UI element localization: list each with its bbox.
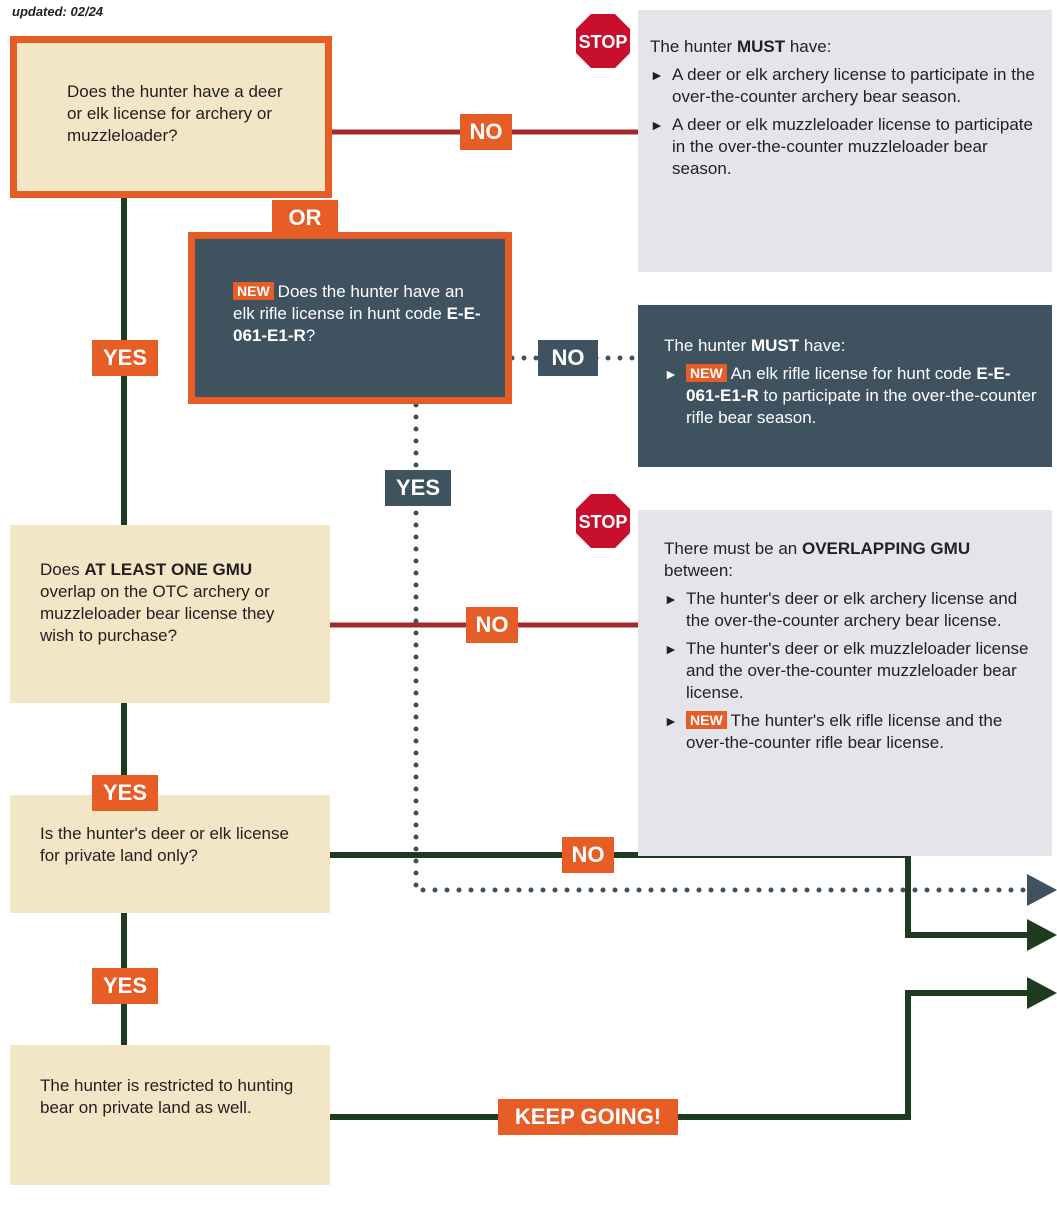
info-2-intro-bold: MUST <box>750 336 800 355</box>
stop-info-license-required: The hunter MUST have: A deer or elk arch… <box>638 10 1052 272</box>
question-4-text: Is the hunter's deer or elk license for … <box>40 824 289 865</box>
or-label: OR <box>272 200 338 236</box>
info-3-intro-post: between: <box>664 561 733 580</box>
info-1-intro-bold: MUST <box>736 37 786 56</box>
info-2-intro-pre: The hunter <box>664 336 751 355</box>
list-item: A deer or elk muzzleloader license to pa… <box>650 114 1038 180</box>
question-1-text: Does the hunter have a deer or elk licen… <box>67 82 283 145</box>
result-text: The hunter is restricted to hunting bear… <box>40 1076 294 1117</box>
yes-label-1: YES <box>92 340 158 376</box>
question-private-land: Is the hunter's deer or elk license for … <box>10 795 330 913</box>
question-license-archery-muzzleloader: Does the hunter have a deer or elk licen… <box>10 36 332 198</box>
new-tag: NEW <box>686 711 727 729</box>
info-3-new-item: The hunter's elk rifle license and the o… <box>686 711 1003 752</box>
info-3-intro-pre: There must be an <box>664 539 802 558</box>
list-item: A deer or elk archery license to partici… <box>650 64 1038 108</box>
question-3-bold: AT LEAST ONE GMU <box>84 560 253 579</box>
yes-label-3: YES <box>92 775 158 811</box>
info-1-intro-post: have: <box>785 37 832 56</box>
no-label-4: NO <box>562 837 614 873</box>
keep-going-label: KEEP GOING! <box>498 1099 678 1135</box>
no-green-path <box>330 852 1030 938</box>
new-tag: NEW <box>686 364 727 382</box>
info-1-list: A deer or elk archery license to partici… <box>650 64 1038 180</box>
info-1-intro: The hunter MUST have: <box>650 36 1038 58</box>
result-private-land-restricted: The hunter is restricted to hunting bear… <box>10 1045 330 1185</box>
updated-date: updated: 02/24 <box>12 4 104 19</box>
hunt-code: E-E-061-E1-R <box>233 304 481 345</box>
info-2-item-pre: An elk rifle license for hunt code <box>730 364 977 383</box>
info-2-intro-post: have: <box>799 336 846 355</box>
list-item: The hunter's deer or elk archery license… <box>664 588 1038 632</box>
no-label-1: NO <box>460 114 512 150</box>
info-3-intro: There must be an OVERLAPPING GMU between… <box>664 538 1038 582</box>
stop-sign-text: STOP <box>579 512 628 532</box>
arrow-no-head <box>1027 919 1057 951</box>
stop-sign-text: STOP <box>579 32 628 52</box>
yes-label-4: YES <box>92 968 158 1004</box>
stop-sign-icon: STOP <box>572 10 634 72</box>
question-3-post: overlap on the OTC archery or muzzleload… <box>40 582 275 645</box>
info-1-intro-pre: The hunter <box>650 37 737 56</box>
question-overlapping-gmu: Does AT LEAST ONE GMU overlap on the OTC… <box>10 525 330 703</box>
new-tag: NEW <box>233 282 274 300</box>
yes-label-2: YES <box>385 470 451 506</box>
question-2-end: ? <box>305 326 316 345</box>
list-item: The hunter's deer or elk muzzleloader li… <box>664 638 1038 704</box>
hunt-code: E-E-061-E1-R <box>686 364 1011 405</box>
info-3-list: The hunter's deer or elk archery license… <box>664 588 1038 754</box>
stop-sign-icon: STOP <box>572 490 634 552</box>
keep-going-path <box>330 990 1030 1120</box>
arrow-dotted-head <box>1027 874 1057 906</box>
question-3-pre: Does <box>40 560 85 579</box>
no-label-3: NO <box>466 607 518 643</box>
arrow-keep-going-head <box>1027 977 1057 1009</box>
no-label-2: NO <box>538 340 598 376</box>
stop-info-overlapping-gmu: There must be an OVERLAPPING GMU between… <box>638 510 1052 856</box>
info-3-intro-bold: OVERLAPPING GMU <box>801 539 971 558</box>
info-2-item-post: to participate in the over-the-counter r… <box>686 386 1037 427</box>
info-2-intro: The hunter MUST have: <box>664 335 1038 357</box>
question-2-text: Does the hunter have an elk rifle licens… <box>233 282 464 323</box>
